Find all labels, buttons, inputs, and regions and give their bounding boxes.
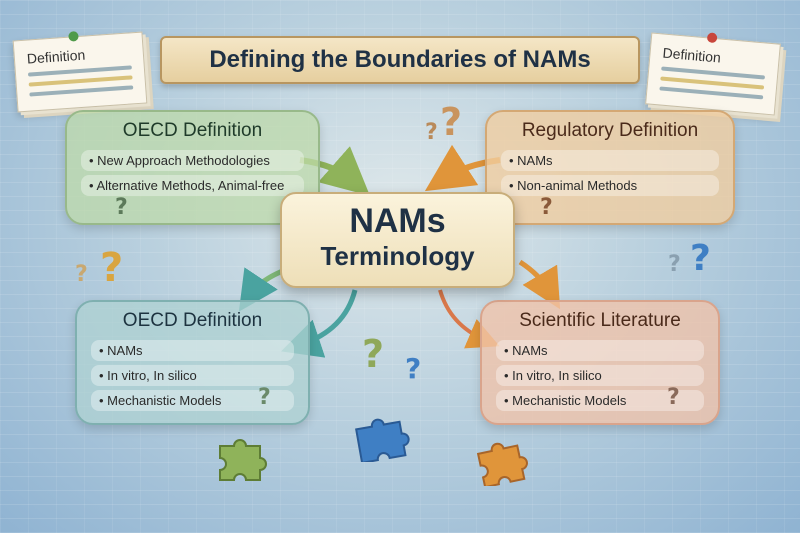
box-title: OECD Definition: [122, 310, 263, 331]
question-mark-icon: ?: [115, 195, 128, 220]
list-item: NAMs: [496, 340, 704, 361]
box-title: Scientific Literature: [519, 310, 681, 331]
question-mark-icon: ?: [362, 332, 385, 376]
page-title: Defining the Boundaries of NAMs: [209, 46, 591, 73]
question-mark-icon: ?: [100, 245, 124, 291]
question-mark-icon: ?: [668, 252, 681, 277]
center-box-nams-terminology: NAMs Terminology: [280, 192, 515, 288]
pushpin-icon: [706, 32, 718, 44]
note-line: [27, 65, 132, 77]
definition-note-left: Definition: [12, 31, 148, 113]
title-banner: Defining the Boundaries of NAMs: [160, 36, 640, 84]
question-mark-icon: ?: [667, 385, 680, 410]
box-oecd-definition-bottom: OECD Definition NAMs In vitro, In silico…: [75, 300, 310, 425]
box-title: Regulatory Definition: [521, 120, 699, 141]
question-mark-icon: ?: [75, 262, 88, 287]
question-mark-icon: ?: [690, 238, 711, 279]
arrow-bottom-right: [518, 259, 561, 310]
puzzle-piece-blue-icon: [355, 418, 410, 462]
note-line: [29, 85, 134, 97]
list-item: NAMs: [91, 340, 294, 361]
list-item: NAMs: [501, 150, 719, 171]
pushpin-icon: [68, 31, 79, 42]
note-line: [659, 86, 764, 100]
list-item: Alternative Methods, Animal-free: [81, 175, 304, 196]
definition-note-right: Definition: [645, 32, 781, 116]
question-mark-icon: ?: [425, 120, 438, 145]
list-item: In vitro, In silico: [91, 365, 294, 386]
question-mark-icon: ?: [540, 195, 553, 220]
center-subtitle: Terminology: [320, 241, 475, 271]
list-item: New Approach Methodologies: [81, 150, 304, 171]
puzzle-piece-orange-icon: [476, 442, 528, 486]
arrow-bottom-right-2: [438, 289, 500, 349]
box-regulatory-definition: Regulatory Definition NAMs Non-animal Me…: [485, 110, 735, 225]
box-title: OECD Definition: [122, 120, 263, 141]
box-oecd-definition-top: OECD Definition New Approach Methodologi…: [65, 110, 320, 225]
question-mark-icon: ?: [405, 352, 422, 385]
note-line: [28, 75, 133, 87]
list-item: In vitro, In silico: [496, 365, 704, 386]
list-item: Mechanistic Models: [496, 390, 704, 411]
list-item: Mechanistic Models: [91, 390, 294, 411]
center-title: NAMs: [349, 202, 446, 240]
box-scientific-literature: Scientific Literature NAMs In vitro, In …: [480, 300, 720, 425]
note-label: Definition: [661, 44, 722, 66]
list-item: Non-animal Methods: [501, 175, 719, 196]
note-label: Definition: [26, 46, 86, 67]
puzzle-piece-green-icon: [219, 439, 267, 481]
question-mark-icon: ?: [258, 385, 271, 410]
question-mark-icon: ?: [440, 100, 463, 144]
